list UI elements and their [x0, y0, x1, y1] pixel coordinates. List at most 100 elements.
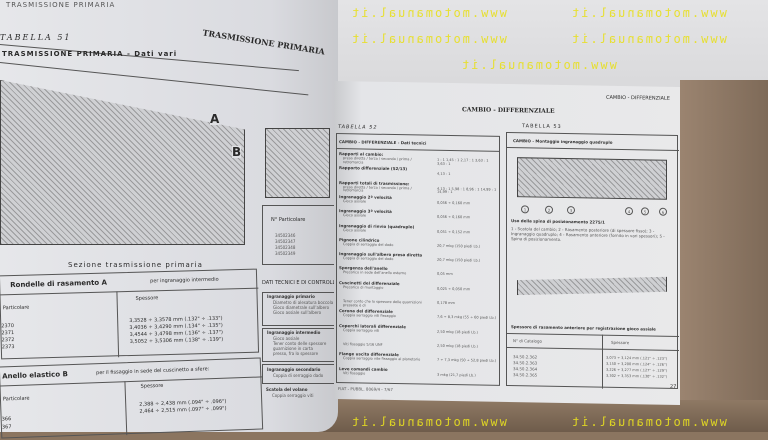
page-heading: CAMBIO - DIFFERENZIALE [462, 106, 555, 115]
figure-caption: Sezione trasmissione primaria [68, 261, 203, 269]
dati-group: Ingranaggio intermedio Gioco assiale Ten… [262, 328, 338, 362]
watermark: www.motomanual.it [350, 32, 507, 46]
group-line: Coppia serraggio viti [272, 393, 314, 398]
callout-a: A [210, 112, 220, 126]
row-value: 2,50 mkg (18 piedi Lb.) [437, 343, 478, 349]
table52-number: TABELLA 52 [338, 124, 378, 131]
table-a-title: Rondelle di rasamento A [10, 278, 108, 290]
row-value: 0,056 ÷ 0,160 mm [437, 214, 471, 220]
group-title: Ingranaggio primario [267, 294, 315, 299]
table-a: Rondelle di rasamento A per ingranaggio … [0, 268, 260, 360]
row-sublabel: Gioco assiale [343, 199, 367, 204]
shaft-drawing [517, 253, 667, 316]
catalog-number: 34.50.2.363 [513, 360, 538, 366]
rule [507, 347, 679, 352]
row-value: 0,178 mm [437, 300, 455, 306]
watermark: www.motomanual.it [570, 32, 727, 46]
watermark: www.motomanual.it [570, 6, 727, 20]
row-value: 7,6 ÷ 8,3 mkg (55 ÷ 60 piedi Lb.) [437, 315, 497, 321]
watermark: www.motomanual.it [350, 415, 507, 429]
table52-rows: Rapporti al cambio:presa diretta / terza… [337, 134, 499, 377]
row-value: 1 : 1 1,45 : 1 2,17 : 1 3,63 : 1 3,63 : … [437, 157, 489, 166]
row-value: 3 mkg (21,7 piedi Lb.) [437, 372, 476, 377]
row-sublabel: Coppia di serraggio del dado [343, 241, 394, 247]
callout-number: 2 [545, 205, 553, 214]
callout-number: 6 [659, 207, 667, 216]
thickness-value: 3,226 ÷ 3,277 mm (.127" ÷ .129") [606, 367, 667, 373]
left-page: TRASMISSIONE PRIMARIA TABELLA 51 TRASMIS… [0, 0, 340, 439]
group-line: Tener conto delle spessore [273, 341, 327, 346]
callout-number: 1 [521, 205, 529, 214]
rule [116, 291, 120, 358]
dati-group: Ingranaggio secondario Coppia di serragg… [262, 364, 338, 384]
row-sublabel: Coppia serraggio vite fissaggio al plane… [343, 356, 421, 362]
row-sublabel: presa diretta / terza / seconda / prima … [343, 156, 412, 164]
row-value: 0,056 ÷ 0,160 mm [437, 200, 471, 206]
watermark: www.motomanual.it [570, 415, 727, 429]
dati-tecnici-title: DATI TECNICI E DI CONTROLLO [262, 280, 340, 286]
thickness-value: 2,464 ÷ 2,515 mm (.097" ÷ .099") [139, 405, 227, 415]
row-value: 2,50 mkg (18 piedi Lb.) [437, 329, 478, 335]
row-value: 20,7 mkg (150 piedi Lb.) [437, 257, 481, 263]
section-title: TRASMISSIONE PRIMARIA - Dati vari [2, 50, 178, 58]
rule [507, 147, 679, 152]
part-number: 34502349 [275, 251, 296, 256]
part-drawing [265, 128, 330, 198]
table53: CAMBIO - Montaggio ingranaggio quadruplo… [506, 131, 679, 389]
row-sublabel: Gioco assiale [343, 227, 367, 233]
callout-b: B [232, 145, 242, 159]
row-sublabel: Coppia di serraggio del dado [343, 256, 394, 262]
legend-item: 4 - Rasamento anteriore (fornito in vari… [559, 231, 659, 239]
table53-number: TABELLA 53 [522, 123, 562, 130]
group-title: Ingranaggio intermedio [267, 330, 321, 335]
table-b-title: Anello elastico B [2, 370, 68, 381]
part-table-header: N° Particolare [271, 217, 306, 223]
table-number: TABELLA 51 [0, 33, 72, 42]
watermark: www.motomanual.it [350, 6, 507, 20]
rule [0, 287, 259, 296]
row-sublabel: Coppia serraggio viti fissaggio [343, 313, 396, 319]
row-value: 7 ÷ 7,3 mkg (50 ÷ 52,8 piedi Lb.) [437, 357, 497, 363]
row-sublabel: Precarico di montaggio [343, 284, 384, 290]
table-surface [680, 80, 768, 432]
table-b: Anello elastico B per il fissaggio in se… [0, 357, 264, 439]
row-value: 4,13 : 1 [437, 172, 451, 177]
page-heading: TRASMISSIONE PRIMARIA [201, 27, 326, 57]
table-a-subtitle: per ingranaggio intermedio [150, 276, 219, 285]
table53-col2: Spessore [611, 339, 630, 346]
quadruple-gear-drawing [517, 157, 667, 200]
table53-legend: 1 - Scatola del cambio; 2 - Rasamento po… [511, 226, 675, 244]
row-sublabel: Coppia serraggio viti [343, 327, 380, 333]
transmission-section-drawing [0, 80, 245, 245]
row-sublabel: presa diretta / terza / seconda / prima … [343, 184, 412, 193]
callout-number: 5 [641, 207, 649, 216]
thickness-value: 3,302 ÷ 3,353 mm (.130" ÷ .132") [606, 373, 667, 379]
group-line: Gioco diametrale sull'albero [273, 305, 330, 310]
right-page: CAMBIO - DIFFERENZIALE CAMBIO - DIFFEREN… [334, 80, 680, 406]
catalog-number: 34.50.2.365 [513, 372, 538, 378]
group-title: Scatola del volano [266, 387, 308, 392]
table52: CAMBIO - DIFFERENZIALE - Dati tecnici Ra… [336, 133, 500, 386]
page-number: 27 [670, 383, 677, 390]
row-sublabel: Viti fissaggio 5/16 UNF [343, 342, 383, 347]
row-value: 0,051 ÷ 0,152 mm [437, 229, 471, 234]
thickness-value: 3,150 ÷ 3,200 mm (.124" ÷ .126") [606, 361, 667, 367]
callout-number: 4 [625, 207, 633, 216]
row-value: 4,13 : 1 5,98 : 1 8,96 : 1 14,99 : 1 14,… [437, 186, 497, 195]
group-line: Coppia di serraggio dado [273, 373, 324, 378]
part-number: 2372 [1, 337, 15, 344]
table52-title: CAMBIO - DIFFERENZIALE - Dati tecnici [339, 139, 427, 146]
row-sublabel: Precarico in sede dell'anello esterno [343, 270, 407, 276]
table-a-col1: Particolare [2, 304, 30, 312]
part-number: 34502348 [275, 245, 296, 250]
table-b-col2: Spessore [140, 382, 164, 390]
watermark: www.motomanual.it [460, 58, 617, 72]
table53-col1: N° di Catalogo [513, 338, 542, 344]
table-b-subtitle: per il fissaggio in sede del cuscinetto … [96, 366, 210, 377]
rule [602, 334, 603, 389]
rule [124, 381, 128, 436]
table53-note: Uso della spina di posizionamento 2275/1 [511, 218, 605, 225]
running-head: TRASMISSIONE PRIMARIA [6, 1, 116, 9]
part-number: 366 [1, 416, 12, 423]
